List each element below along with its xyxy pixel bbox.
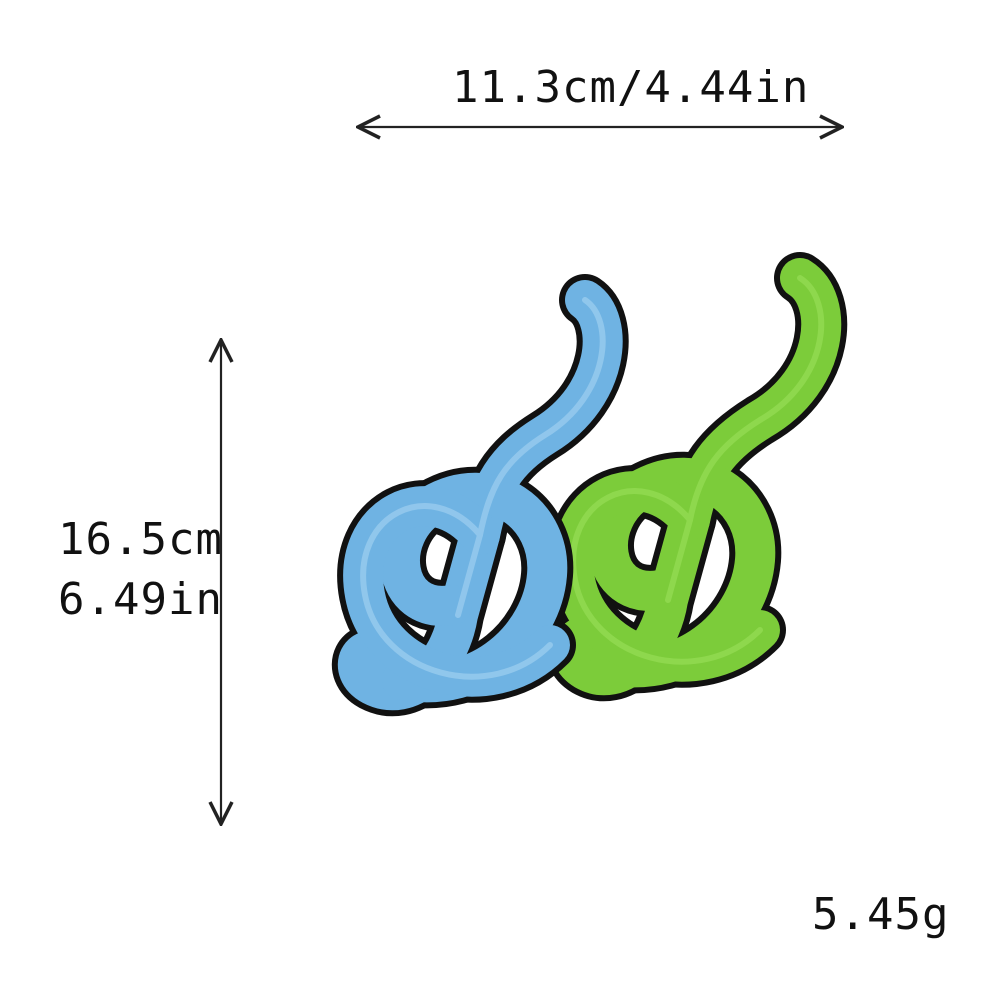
treble-clef-icon	[331, 274, 629, 717]
treble-clef-icon	[546, 252, 848, 702]
height-in-label: 6.49in	[58, 574, 223, 625]
height-cm-label: 16.5cm	[58, 514, 223, 565]
weight-label: 5.45g	[812, 889, 950, 940]
width-label: 11.3cm/4.44in	[452, 62, 810, 113]
